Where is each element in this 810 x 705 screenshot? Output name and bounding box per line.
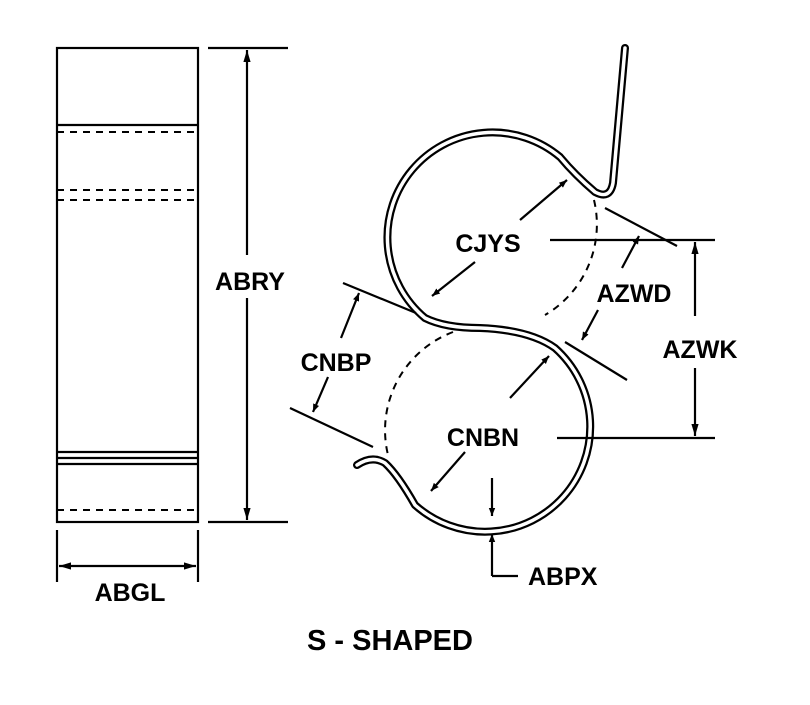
side-view-outline	[55, 46, 200, 524]
abry-dimension: ABRY	[208, 46, 288, 524]
abry-label: ABRY	[215, 268, 285, 296]
cjys-label: CJYS	[455, 230, 520, 258]
azwd-dimension: AZWD	[564, 207, 678, 381]
s-clip	[353, 44, 629, 536]
azwk-label: AZWK	[663, 336, 738, 364]
cnbp-label: CNBP	[301, 349, 372, 377]
abgl-label: ABGL	[95, 579, 166, 607]
diagram-title: S - SHAPED	[307, 625, 473, 657]
azwd-label: AZWD	[597, 280, 672, 308]
cnbn-label: CNBN	[447, 424, 519, 452]
abgl-dimension: ABGL	[55, 530, 200, 607]
abpx-label: ABPX	[528, 563, 598, 591]
cnbp-dimension: CNBP	[289, 281, 417, 448]
side-view	[55, 46, 200, 524]
cjys-dimension: CJYS	[431, 179, 568, 297]
lower-hidden-arc	[384, 331, 454, 456]
azwk-dimension: AZWK	[550, 238, 738, 440]
cnbn-dimension: CNBN	[430, 355, 550, 492]
upper-hidden-arc	[544, 199, 598, 316]
abpx-dimension: ABPX	[488, 478, 598, 591]
